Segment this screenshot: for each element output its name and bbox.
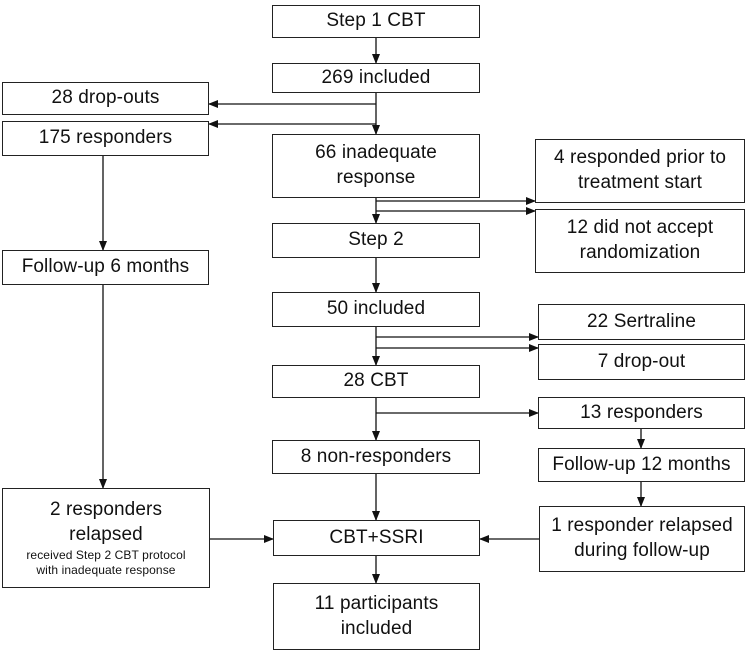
box-text: Follow-up 12 months bbox=[552, 453, 731, 475]
box-text-line-2: included bbox=[340, 617, 413, 639]
box-text: 269 included bbox=[321, 66, 431, 88]
box-12-did-not-accept: 12 did not accept randomization bbox=[535, 209, 745, 273]
box-7-dropout: 7 drop-out bbox=[538, 344, 745, 380]
box-text-line-1: 11 participants bbox=[314, 592, 439, 614]
box-28-cbt: 28 CBT bbox=[272, 365, 480, 398]
box-4-responded-prior: 4 responded prior to treatment start bbox=[535, 139, 745, 203]
box-text-line-2: randomization bbox=[579, 242, 701, 263]
box-text-line-2: during follow-up bbox=[574, 540, 710, 561]
box-text: CBT+SSRI bbox=[329, 526, 424, 548]
box-11-participants-included: 11 participants included bbox=[273, 583, 480, 650]
box-text: 8 non-responders bbox=[300, 445, 452, 467]
box-text-line-1: 4 responded prior to bbox=[553, 147, 727, 169]
box-text: 50 included bbox=[326, 298, 426, 320]
box-text-line-1: 1 responder relapsed bbox=[551, 515, 733, 537]
box-1-responder-relapsed: 1 responder relapsed during follow-up bbox=[539, 506, 745, 572]
box-text-line-2: treatment start bbox=[578, 172, 702, 193]
box-269-included: 269 included bbox=[272, 63, 480, 93]
box-step2: Step 2 bbox=[272, 223, 480, 258]
box-2-responders-relapsed: 2 responders relapsed received Step 2 CB… bbox=[2, 488, 210, 588]
box-followup-12-months: Follow-up 12 months bbox=[538, 448, 745, 482]
box-text: Follow-up 6 months bbox=[21, 256, 190, 278]
box-13-responders: 13 responders bbox=[538, 397, 745, 429]
box-text-line-1: 2 responders bbox=[49, 499, 163, 521]
box-note-line-2: with inadequate response bbox=[36, 562, 176, 577]
box-text: 175 responders bbox=[38, 127, 173, 149]
box-text: 22 Sertraline bbox=[586, 310, 697, 332]
box-text: 7 drop-out bbox=[597, 350, 686, 372]
box-text: 13 responders bbox=[580, 401, 703, 423]
box-22-sertraline: 22 Sertraline bbox=[538, 304, 745, 340]
box-text: 28 CBT bbox=[343, 370, 409, 392]
box-text-line-2: response bbox=[336, 167, 416, 188]
box-followup-6-months: Follow-up 6 months bbox=[2, 250, 209, 285]
box-text-line-1: 66 inadequate bbox=[315, 142, 437, 164]
box-28-dropouts: 28 drop-outs bbox=[2, 82, 209, 115]
box-cbt-ssri: CBT+SSRI bbox=[273, 520, 480, 556]
box-text: 28 drop-outs bbox=[51, 87, 160, 109]
box-text: Step 1 CBT bbox=[326, 10, 426, 32]
box-8-non-responders: 8 non-responders bbox=[272, 440, 480, 474]
box-step1-cbt: Step 1 CBT bbox=[272, 5, 480, 38]
box-text-line-1: 12 did not accept bbox=[566, 217, 714, 239]
box-text: Step 2 bbox=[348, 229, 404, 251]
box-66-inadequate-response: 66 inadequate response bbox=[272, 134, 480, 198]
box-50-included: 50 included bbox=[272, 292, 480, 327]
box-text-line-2: relapsed bbox=[69, 524, 143, 545]
box-note-line-1: received Step 2 CBT protocol bbox=[26, 547, 186, 562]
box-175-responders: 175 responders bbox=[2, 121, 209, 156]
